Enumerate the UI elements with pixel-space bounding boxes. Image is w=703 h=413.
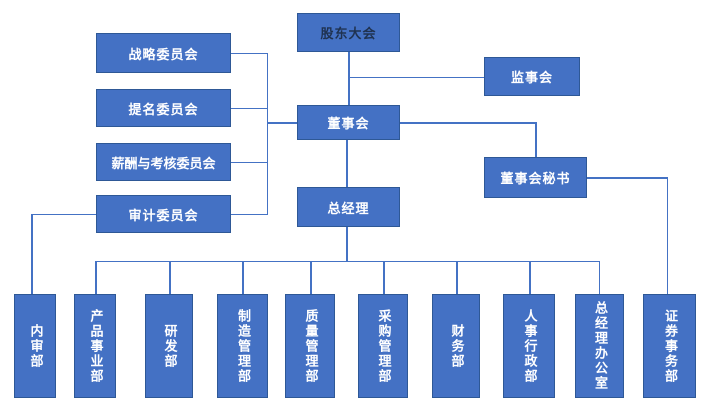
connector-board-secretary-h xyxy=(400,122,536,124)
connector-shareholders-supervisory xyxy=(348,76,484,78)
node-shareholders-meeting: 股东大会 xyxy=(297,13,400,52)
connector-stub-audit xyxy=(231,213,267,215)
connector-bus-drop xyxy=(95,260,97,295)
node-dept-research-development: 研发部 xyxy=(145,294,193,398)
connector-committee-spine xyxy=(266,52,268,215)
node-board-of-directors: 董事会 xyxy=(297,105,400,140)
connector-stub-nomination xyxy=(231,107,267,109)
node-nomination-committee: 提名委员会 xyxy=(96,89,231,127)
connector-spine-board xyxy=(267,122,297,124)
connector-board-gm xyxy=(346,140,348,187)
node-dept-securities-affairs: 证券事务部 xyxy=(643,294,696,398)
connector-shareholders-board xyxy=(348,52,350,106)
connector-bus-drop xyxy=(456,260,458,295)
node-dept-manufacturing-management: 制造管理部 xyxy=(217,294,268,398)
node-remuneration-assessment-committee: 薪酬与考核委员会 xyxy=(96,143,231,181)
node-board-secretary: 董事会秘书 xyxy=(484,157,587,198)
node-dept-procurement-management: 采购管理部 xyxy=(358,294,408,398)
connector-bus-drop xyxy=(169,260,171,295)
connector-secretary-securities-v xyxy=(666,177,668,295)
node-dept-hr-administration: 人事行政部 xyxy=(503,294,555,398)
node-audit-committee: 审计委员会 xyxy=(96,195,231,233)
connector-gm-bus xyxy=(346,227,348,262)
node-strategy-committee: 战略委员会 xyxy=(96,33,231,73)
connector-bus-drop xyxy=(383,260,385,295)
node-general-manager: 总经理 xyxy=(297,187,400,227)
connector-audit-internal-h xyxy=(31,213,96,215)
node-dept-product-business: 产品事业部 xyxy=(74,294,116,398)
connector-secretary-securities-h xyxy=(587,177,668,179)
connector-bus-drop xyxy=(529,260,531,295)
connector-audit-internal-v xyxy=(31,213,33,295)
connector-bus-drop xyxy=(598,260,600,295)
node-dept-gm-office: 总经理办公室 xyxy=(575,294,624,398)
connector-board-secretary-v xyxy=(535,122,537,158)
connector-stub-remuneration xyxy=(231,161,267,163)
connector-bus-drop xyxy=(242,260,244,295)
connector-bus-drop xyxy=(310,260,312,295)
node-dept-finance: 财务部 xyxy=(432,294,480,398)
node-supervisory-board: 监事会 xyxy=(484,57,580,96)
node-dept-internal-audit: 内审部 xyxy=(14,294,56,398)
connector-departments-bus xyxy=(95,260,600,262)
connector-stub-strategy xyxy=(231,52,267,54)
node-dept-quality-management: 质量管理部 xyxy=(285,294,335,398)
